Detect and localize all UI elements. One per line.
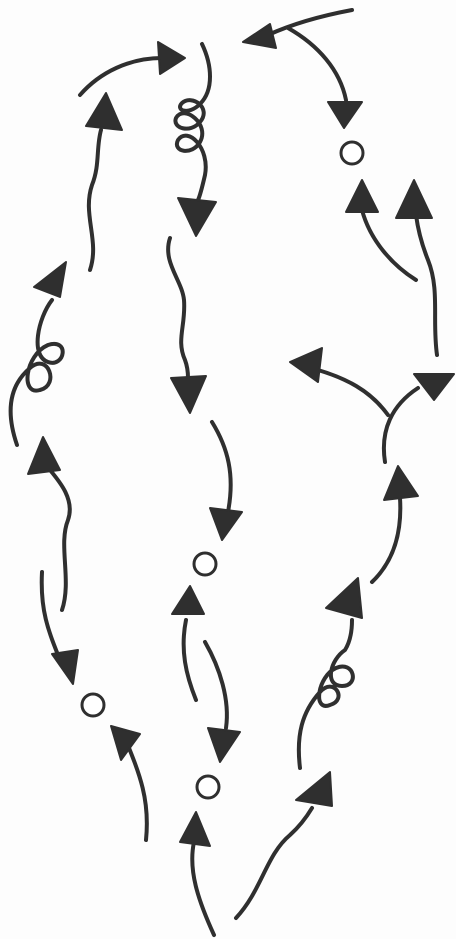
arrow-bottom-up-to-node [180,812,214,935]
arrow-left-bottom-up [111,726,147,840]
arrow-left-wavy-up-upper [86,93,122,270]
arrow-middle-up-from-lower [172,586,204,700]
arrow-left-wavy-up-lower [28,437,70,610]
node-right-top [341,142,363,164]
arrow-middle-looped-down [175,44,216,236]
arrow-left-down-to-node [42,572,78,684]
arrow-right-branch-right [384,374,454,462]
arrow-right-branch-left [290,348,388,415]
arrow-right-looped-up [299,578,362,768]
arrow-middle-down-to-node [210,422,242,540]
node-left-bottom [82,694,104,716]
arrow-middle-wavy-down-upper [168,238,206,413]
arrow-top-right-curve-left [243,10,352,48]
arrow-top-curve-right [80,42,185,95]
arrow-right-up-inner [346,180,416,280]
arrow-right-down-to-node [288,28,362,128]
node-bottom [197,776,219,798]
node-middle [194,553,216,575]
arrow-bottom-curve-right [236,772,332,918]
arrow-right-up-lower [372,466,418,582]
arrow-left-looped-up [11,262,66,445]
arrow-middle-down-to-bottom-node [205,642,240,762]
